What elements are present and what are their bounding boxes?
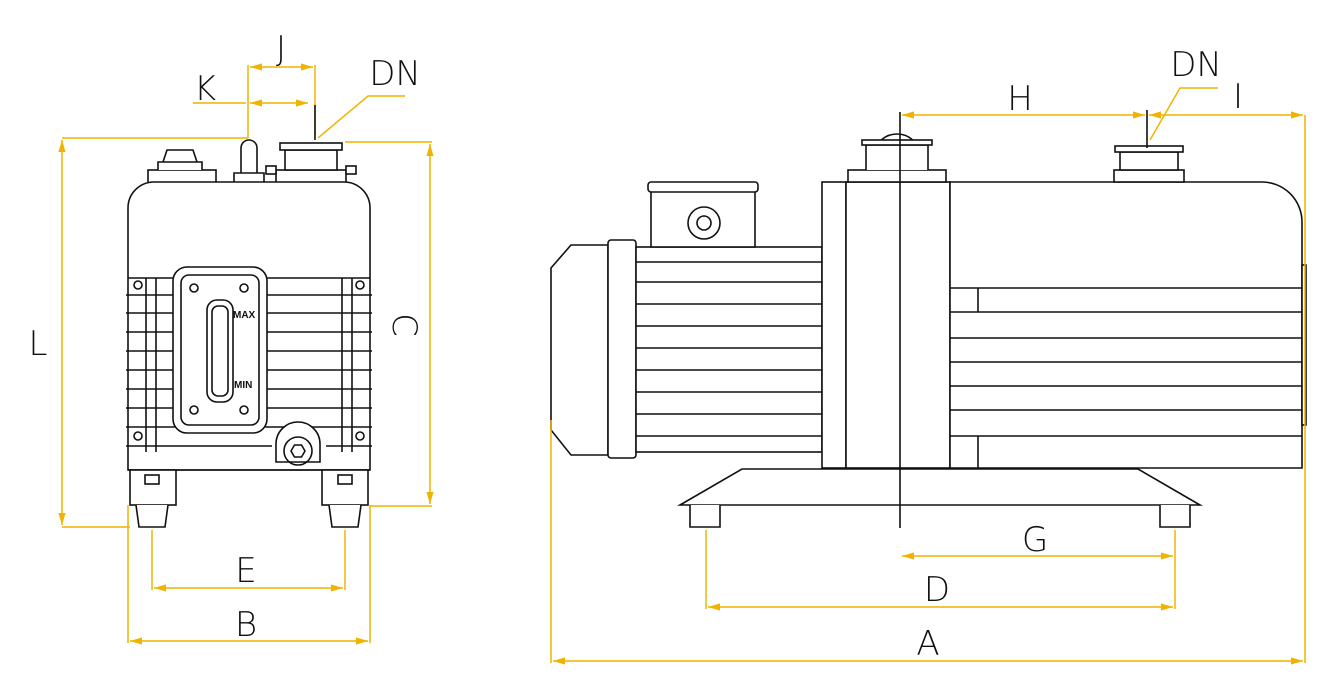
sight-glass-plate [172,266,268,434]
dim-label-a: A [916,624,939,664]
terminal-box [650,189,756,248]
motor-fan-cover [550,244,609,456]
dim-label-b: B [235,605,257,645]
drain-plug-icon [290,444,306,458]
dim-label-c: C [384,313,424,337]
min-mark: MIN [234,380,252,391]
oil-sight-glass [206,299,234,403]
dim-label-g: G [1022,520,1048,560]
front-view-dimensions: L C E B J K DN [29,29,434,645]
dim-label-i: I [1233,77,1243,117]
front-view-pump: MAX MIN [126,139,372,528]
dim-label-e: E [235,551,256,591]
side-view-dimensions: A D G H I DN [550,45,1306,665]
dim-label-dn-front: DN [369,54,421,94]
dim-label-h: H [1007,79,1033,119]
max-mark: MAX [233,310,256,321]
dim-label-k: K [194,69,216,109]
dim-label-dn-side: DN [1170,45,1222,85]
dim-label-d: D [924,570,950,610]
dim-label-l: L [29,324,48,364]
side-view-pump [550,112,1307,528]
dim-label-j: J [276,29,286,69]
base-plate [677,468,1203,506]
